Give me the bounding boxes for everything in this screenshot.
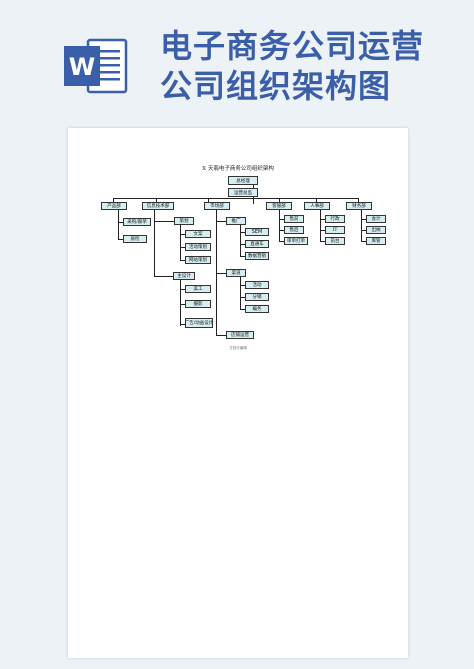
org-box-promotion-item: SEM: [245, 228, 269, 236]
connector: [240, 244, 245, 245]
org-box-service-item: 售前: [284, 215, 304, 223]
org-box-service-item: 审单打单: [284, 237, 308, 245]
connector: [216, 335, 226, 336]
org-box-hr-item: 前台: [325, 237, 345, 245]
connector: [240, 297, 245, 298]
connector: [180, 324, 185, 325]
document-page: X 天翡电子商务公司组织架构: [68, 128, 408, 658]
org-box-finance-item: 出纳: [366, 226, 386, 234]
document-header: W 电子商务公司运营 公司组织架构图: [0, 0, 474, 118]
org-box-channel-item: 分销: [245, 293, 269, 301]
connector: [316, 198, 317, 203]
connector: [279, 241, 284, 242]
org-box-finance-item: 库管: [366, 237, 386, 245]
org-box-ops-director: 运营总监: [228, 188, 258, 197]
org-box-finance-item: 会计: [366, 215, 386, 223]
connector: [320, 241, 325, 242]
org-chart: 总经理 运营总监 产品部 信息技术部 市场部 客服部 人事部 财务部 采购/跟单…: [68, 128, 408, 368]
org-box-promotion-item: 直通车: [245, 240, 269, 248]
org-box-channel-item: 活动: [245, 281, 269, 289]
connector: [180, 247, 185, 248]
connector: [240, 232, 245, 233]
page-footer: 文档可编辑: [229, 346, 247, 350]
org-chart-heading: X 天翡电子商务公司组织架构: [202, 166, 274, 172]
connector: [113, 198, 358, 199]
title-line-1: 电子商务公司运营: [160, 27, 425, 65]
connector: [180, 234, 185, 235]
org-box-hr-item: IT: [325, 226, 345, 234]
org-box-general-manager: 总经理: [228, 176, 258, 185]
connector: [240, 285, 245, 286]
connector: [279, 219, 284, 220]
org-box-service-item: 售后: [284, 226, 304, 234]
org-box-store-ops: 店铺运营: [226, 331, 254, 339]
connector: [118, 209, 119, 240]
connector: [180, 289, 185, 290]
connector: [320, 209, 321, 241]
connector: [180, 225, 181, 261]
org-box-dept: 产品部: [101, 202, 127, 210]
org-box-product-item: 采购/跟单: [123, 218, 151, 226]
connector: [361, 219, 366, 220]
connector: [180, 280, 181, 326]
org-box-dept: 客服部: [266, 202, 292, 210]
connector: [320, 219, 325, 220]
org-box-planning-item: 网站策划: [185, 256, 211, 264]
icon-letter: W: [69, 53, 95, 81]
connector: [156, 198, 157, 203]
connector: [154, 209, 155, 277]
connector: [113, 198, 114, 203]
org-box-planning-item: 活动策划: [185, 243, 211, 251]
page-title: 电子商务公司运营 公司组织架构图: [160, 26, 424, 106]
org-box-art-item: 美工: [185, 285, 211, 293]
org-box-hr-item: 行政: [325, 215, 345, 223]
org-box-promotion-item: 数据营销: [245, 252, 269, 260]
org-box-promotion: 推广: [226, 217, 246, 225]
org-box-dept: 财务部: [346, 202, 372, 210]
connector: [358, 198, 359, 203]
connector: [216, 273, 226, 274]
org-box-planning: 策划: [174, 217, 194, 225]
connector: [118, 222, 123, 223]
org-box-planning-item: 文案: [185, 230, 211, 238]
org-box-art-lead: 主设计: [173, 272, 195, 280]
connector: [154, 276, 174, 277]
connector: [279, 230, 284, 231]
org-box-product-item: 质检: [123, 235, 147, 243]
connector: [180, 304, 185, 305]
connector: [279, 198, 280, 203]
connector: [216, 221, 226, 222]
connector: [180, 260, 185, 261]
connector: [154, 221, 175, 222]
connector: [118, 239, 123, 240]
org-box-art-item: 摄影: [185, 300, 211, 308]
connector: [320, 230, 325, 231]
connector: [240, 277, 241, 310]
org-box-dept: 人事部: [304, 202, 330, 210]
connector: [240, 309, 245, 310]
org-box-art-item: 广告/动画设计: [185, 318, 213, 328]
connector: [279, 209, 280, 241]
connector: [216, 209, 217, 336]
connector: [240, 225, 241, 257]
connector: [240, 256, 245, 257]
org-box-channel-item: 编务: [245, 305, 269, 313]
word-doc-icon: W: [64, 38, 128, 94]
org-box-dept: 信息技术部: [142, 202, 174, 210]
connector: [361, 241, 366, 242]
connector: [361, 209, 362, 241]
org-box-channel: 渠道: [226, 269, 246, 277]
title-line-2: 公司组织架构图: [160, 67, 392, 105]
connector: [208, 198, 209, 203]
connector: [361, 230, 366, 231]
org-box-dept: 市场部: [204, 202, 230, 210]
